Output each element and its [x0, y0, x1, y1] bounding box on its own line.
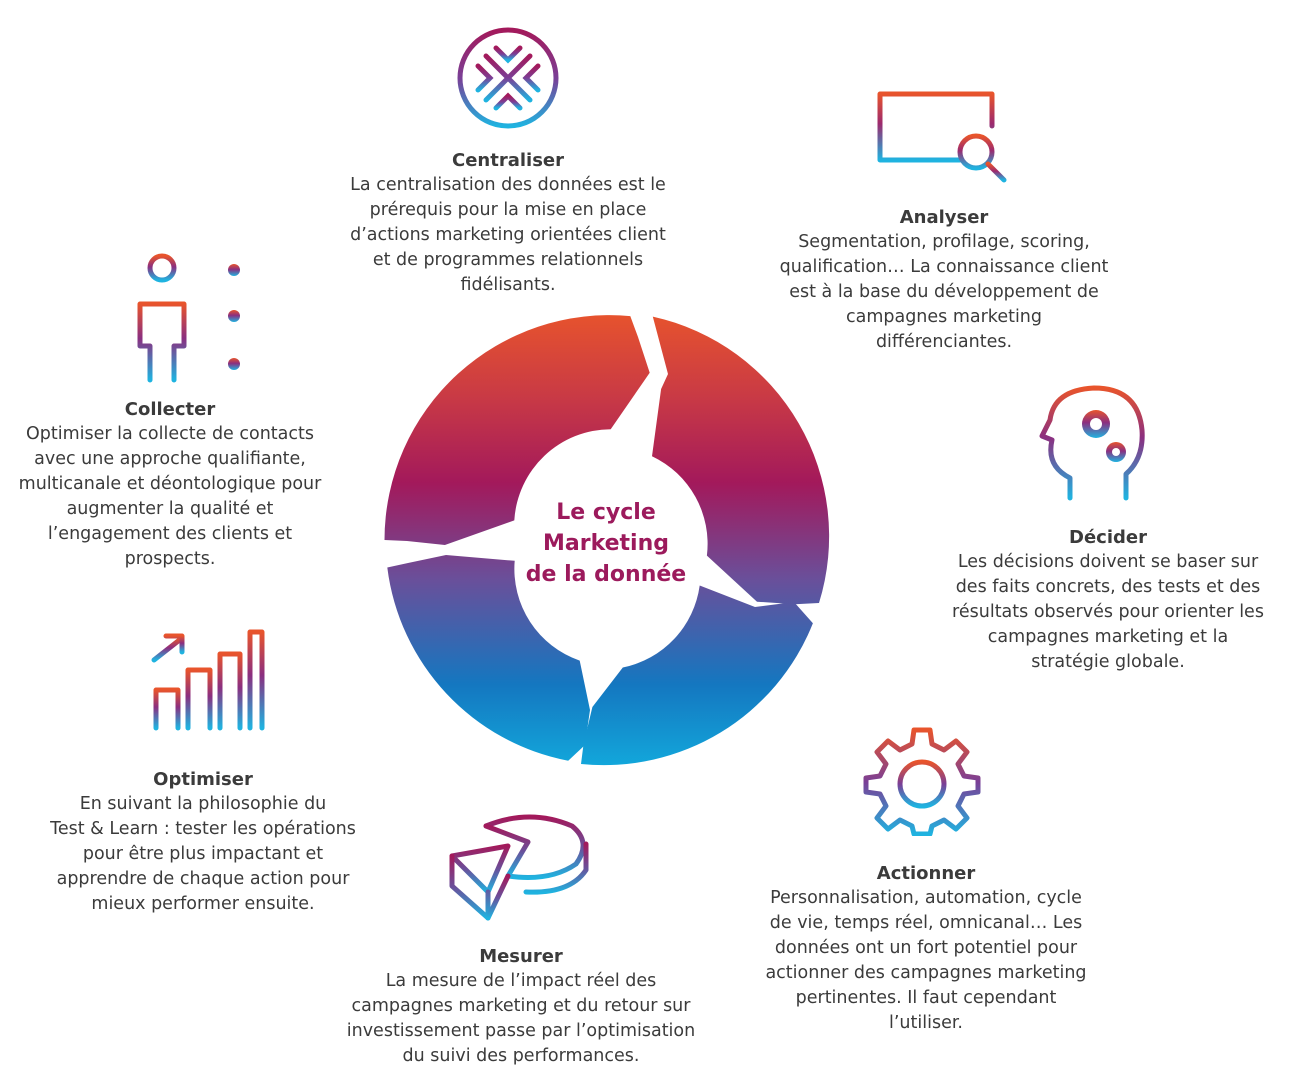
step-title-mesurer: Mesurer	[479, 946, 563, 967]
step-text-actionner: Personnalisation, automation, cycle de v…	[765, 888, 1087, 1033]
step-optimiser: Optimiser En suivant la philosophie du T…	[18, 768, 388, 917]
step-title-decider: Décider	[1069, 527, 1147, 548]
person-list-icon	[137, 253, 240, 383]
target-arrows-icon	[438, 8, 578, 148]
step-centraliser: Centraliser La centralisation des donnée…	[318, 149, 698, 298]
cycle-ring	[384, 315, 830, 766]
cycle-segment-bottom-left	[387, 555, 590, 761]
cycle-segment-top-left	[384, 315, 650, 545]
step-text-centraliser: La centralisation des données est le pré…	[350, 175, 666, 295]
bar-chart-growth-icon	[142, 629, 272, 743]
step-text-collecter: Optimiser la collecte de contacts avec u…	[18, 424, 322, 569]
step-mesurer: Mesurer La mesure de l’impact réel des c…	[326, 945, 716, 1069]
step-text-decider: Les décisions doivent se baser sur des f…	[952, 552, 1264, 672]
pie-chart-icon	[449, 814, 589, 921]
step-text-optimiser: En suivant la philosophie du Test & Lear…	[50, 794, 356, 914]
cycle-center-title: Le cycle Marketing de la donnée	[525, 500, 687, 587]
step-title-analyser: Analyser	[899, 207, 989, 228]
step-decider: Décider Les décisions doivent se baser s…	[928, 526, 1288, 675]
head-gears-icon	[1039, 385, 1145, 501]
gear-icon	[863, 727, 981, 836]
step-actionner: Actionner Personnalisation, automation, …	[740, 862, 1112, 1036]
step-analyser: Analyser Segmentation, profilage, scorin…	[758, 206, 1130, 355]
step-title-collecter: Collecter	[124, 399, 216, 420]
cycle-segment-right	[652, 316, 830, 605]
step-text-mesurer: La mesure de l’impact réel des campagnes…	[346, 971, 696, 1066]
step-title-optimiser: Optimiser	[153, 769, 253, 790]
step-text-analyser: Segmentation, profilage, scoring, qualif…	[779, 232, 1109, 352]
step-title-centraliser: Centraliser	[452, 150, 564, 171]
monitor-chart-magnifier-icon	[875, 91, 1007, 183]
cycle-segment-bottom-right	[581, 585, 813, 766]
step-title-actionner: Actionner	[876, 863, 976, 884]
step-collecter: Collecter Optimiser la collecte de conta…	[2, 398, 338, 572]
